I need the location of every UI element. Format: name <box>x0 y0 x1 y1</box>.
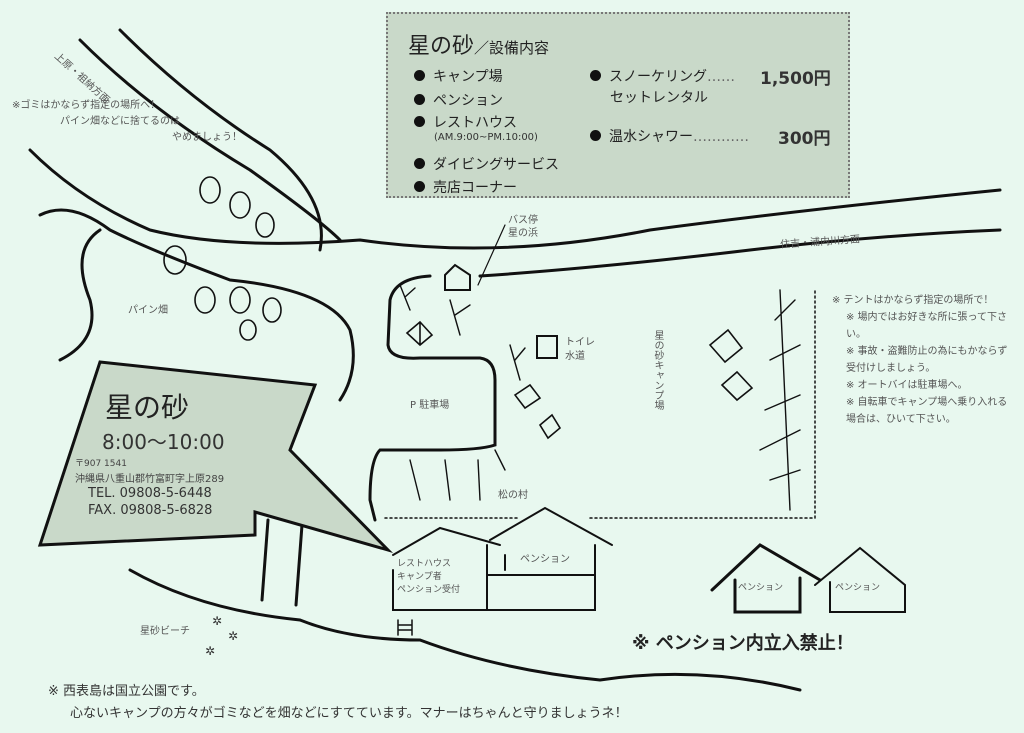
pension-label: ペンション <box>520 554 570 565</box>
tent-notes: ※ テントはかならず指定の場所で！ ※ 場内ではお好きな所に張って下さい。 ※ … <box>832 295 1008 425</box>
parking-label: P 駐車場 <box>410 400 450 411</box>
callout-postal: 〒907 1541 <box>75 459 127 469</box>
houses <box>392 263 906 614</box>
facilities-title: 星の砂／設備内容 <box>408 34 550 59</box>
bench-icon <box>397 619 413 636</box>
facilities-box: 星の砂／設備内容 キャンプ場 ペンション レストハウス (AM.9:00~PM.… <box>386 12 850 198</box>
facility-item: ダイビングサービス <box>414 154 559 174</box>
compound-road <box>368 274 497 522</box>
coast-line <box>58 228 102 362</box>
paid-item-snorkel: スノーケリング…… <box>590 66 735 86</box>
svg-text:✲: ✲ <box>228 629 238 643</box>
callout-fax: FAX. 09808-5-6828 <box>88 503 213 518</box>
facility-item: レストハウス <box>414 112 517 132</box>
trees <box>399 284 801 511</box>
callout-tel: TEL. 09808-5-6448 <box>88 486 212 501</box>
pension-label: ペンション <box>738 583 784 593</box>
camp-boundary <box>384 289 816 519</box>
pineapples <box>163 176 282 341</box>
road-north-edge <box>118 28 323 252</box>
toilet-label: トイレ水道 <box>565 337 595 362</box>
campsite-label: 星の砂キャンプ場 <box>652 330 663 410</box>
paid-item-shower: 温水シャワー………… <box>590 126 749 146</box>
price-shower: 300円 <box>778 129 831 149</box>
road-east-edge <box>478 228 1002 278</box>
svg-text:✲: ✲ <box>205 644 215 658</box>
paid-item-snorkel-line2: セットレンタル <box>610 90 708 106</box>
bus-stop-label: バス停星の浜 <box>508 215 538 239</box>
footer-note: ※ 西表島は国立公園です。 心ないキャンプの方々がゴミなどを畑などにすてています… <box>48 684 628 721</box>
pineapple-field-label: パイン畑 <box>128 305 168 316</box>
beach-label: 星砂ビーチ <box>140 626 190 637</box>
no-entry-warning: ※ ペンション内立入禁止！ <box>632 633 854 654</box>
facility-item: キャンプ場 <box>414 66 503 86</box>
callout-hours: 8:00～10:00 <box>102 430 225 454</box>
tents <box>405 320 754 440</box>
callout-address: 沖縄県八重山郡竹富町字上原289 <box>75 474 225 485</box>
road-east-edge <box>28 148 1002 250</box>
svg-text:✲: ✲ <box>212 614 222 628</box>
garbage-note: ※ゴミはかならず指定の場所へ！ パイン畑などに捨てるのは やめましょう！ <box>12 100 242 143</box>
star-marks: ✲ ✲ ✲ <box>205 614 238 658</box>
facility-item: ペンション <box>414 90 503 110</box>
bus-stop-arrow <box>477 224 506 286</box>
facility-item: 売店コーナー <box>414 177 517 197</box>
resthouse-hours: (AM.9:00~PM.10:00) <box>434 132 538 143</box>
coast-line <box>38 208 355 402</box>
coast-south <box>128 568 802 692</box>
pension-label: ペンション <box>835 583 881 593</box>
village-label: 松の村 <box>498 490 528 501</box>
price-snorkel: 1,500円 <box>760 69 831 89</box>
callout-name: 星の砂 <box>105 391 190 424</box>
callout-shape <box>37 360 394 554</box>
resthouse-label: レストハウスキャンプ者ペンション受付 <box>397 559 461 595</box>
path-line <box>260 518 304 607</box>
